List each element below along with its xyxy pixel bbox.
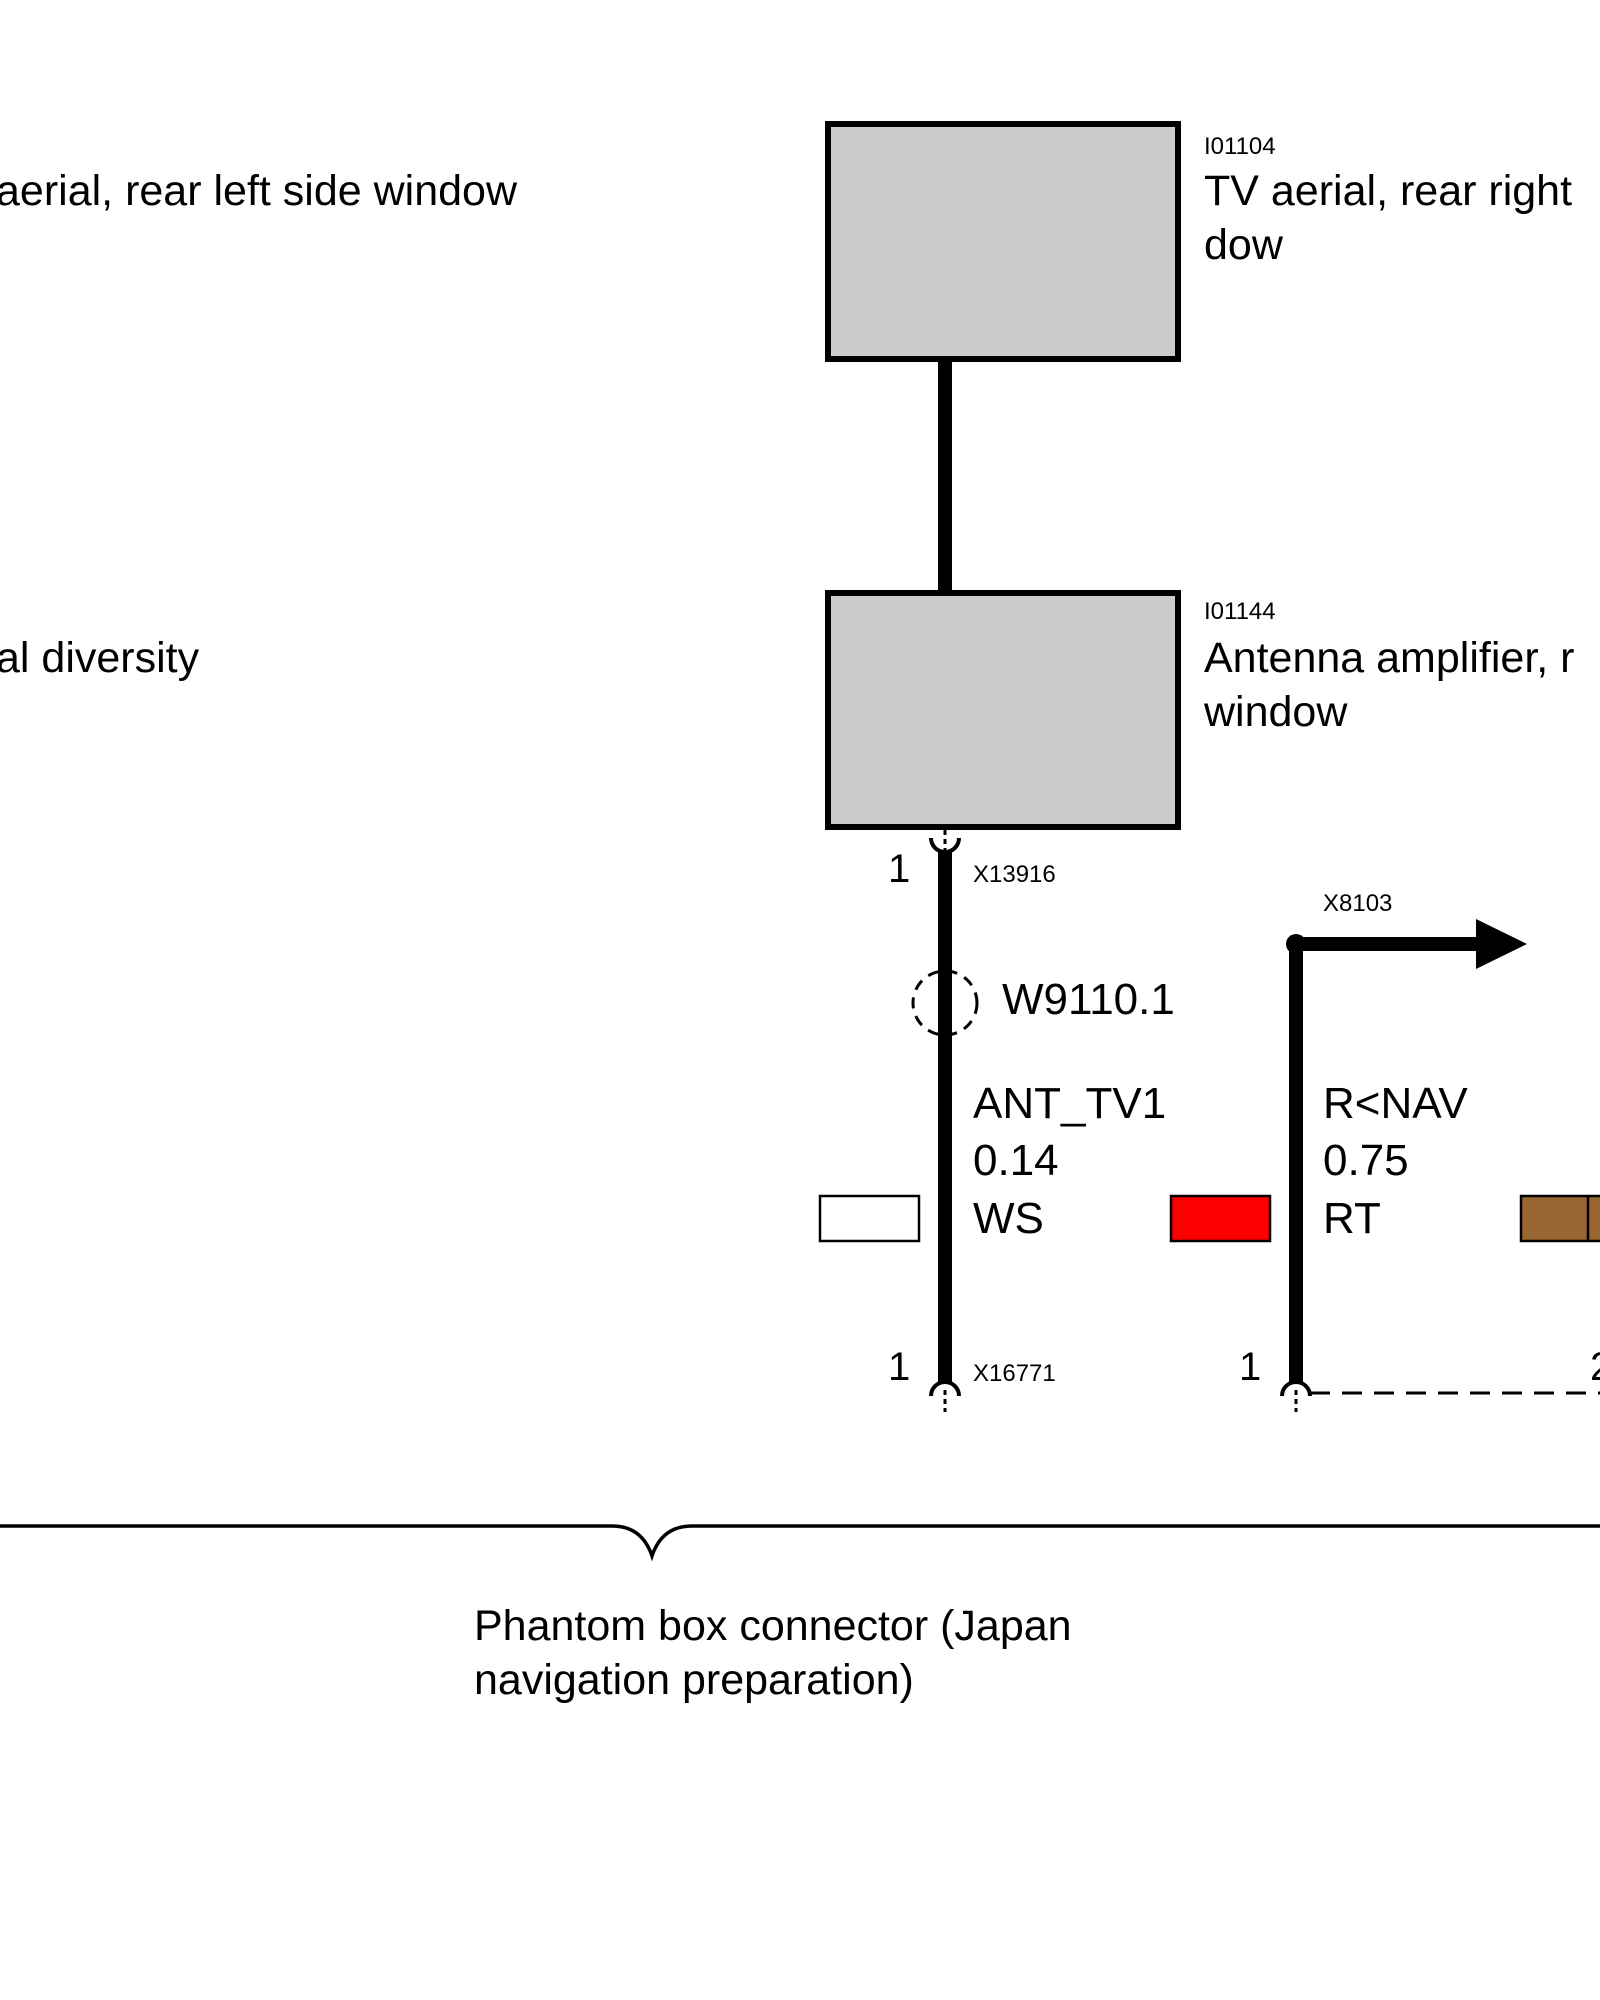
left-diversity-label: al diversity [0,634,200,682]
connector-x16771[interactable] [929,1380,961,1412]
wire-color-swatch [818,1194,921,1243]
group-brace [0,1524,1600,1562]
connector-id: X16771 [973,1360,1056,1387]
brace-label-line2: navigation preparation) [474,1656,914,1704]
connector-id: X13916 [973,861,1056,888]
wire-color-swatch [1169,1194,1272,1243]
pin-number: 1 [1239,1345,1261,1389]
antenna-amplifier-component[interactable] [825,590,1181,830]
pin-number-partial: 2 [1590,1345,1600,1389]
pin-number: 1 [888,847,910,891]
tv-aerial-component[interactable] [825,121,1181,362]
antenna-amplifier-name-line2: window [1203,688,1348,736]
shielding-id: W9110.1 [1002,975,1175,1024]
left-aerial-label: aerial, rear left side window [0,167,518,215]
tv-aerial-name-line1: TV aerial, rear right [1204,167,1572,215]
wire-color-code: RT [1323,1194,1381,1243]
antenna-amplifier-name-line1: Antenna amplifier, r [1204,634,1574,682]
pin-number: 1 [888,1345,910,1389]
tv-aerial-id: I01104 [1204,133,1276,160]
wire-signal: ANT_TV1 [973,1079,1166,1128]
connector-right[interactable] [1280,1380,1312,1412]
connector-x13916[interactable] [929,830,961,854]
wire-signal: R<NAV [1323,1079,1468,1128]
tv-aerial-name-line2: dow [1204,221,1284,269]
wire-cross-section: 0.14 [973,1136,1059,1185]
shielding-marker [911,969,979,1037]
wire-color-code: WS [973,1194,1044,1243]
right-arrow-icon[interactable] [1476,919,1527,969]
wire-cross-section: 0.75 [1323,1136,1409,1185]
antenna-amplifier-id: I01144 [1204,598,1276,625]
connector-id: X8103 [1323,890,1392,917]
brace-label-line1: Phantom box connector (Japan [474,1602,1072,1650]
